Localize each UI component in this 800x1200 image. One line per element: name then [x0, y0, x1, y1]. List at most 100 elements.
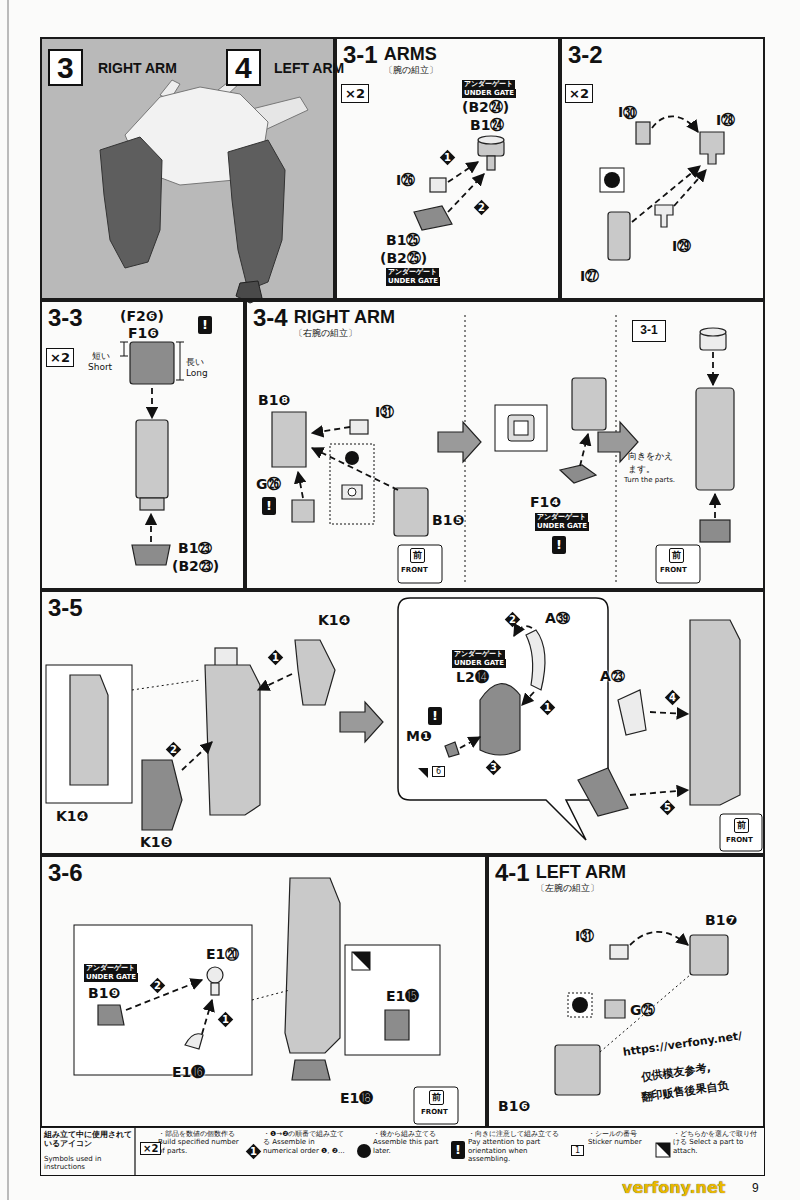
under-gate-badge: アンダーゲート	[452, 650, 505, 659]
caution-icon: !	[451, 1141, 465, 1159]
step-number: 2	[505, 612, 520, 627]
note-text: Long	[186, 368, 208, 378]
legend-text: ・部品を数値の個数作る Build specified number of pa…	[158, 1130, 239, 1155]
step-number: 2	[166, 742, 181, 757]
part-callout: G㉕	[630, 1002, 656, 1018]
legend-item: ・❶→❷の順番で組み立てる Assemble in numerical orde…	[263, 1130, 349, 1155]
front-icon: 前	[734, 818, 749, 833]
part-callout: E1⑳	[206, 946, 239, 964]
front-icon: FRONT	[401, 566, 428, 574]
note-text: 短い	[92, 350, 110, 363]
part-callout: L2⓮	[456, 669, 489, 685]
step-title: LEFT ARM	[274, 61, 344, 76]
step-panel: 3-4RIGHT ARM〔右腕の組立〕3-1	[245, 300, 765, 590]
legend-text: ・どちらかを選んで取り付ける Select a part to attach.	[673, 1130, 760, 1155]
panel-header: 4-1LEFT ARM〔左腕の組立〕	[495, 860, 626, 894]
part-callout: M❶	[406, 728, 432, 744]
part-callout: B1㉓	[178, 540, 212, 556]
part-callout: B1❺	[432, 512, 464, 528]
step-number: 2	[474, 200, 489, 215]
part-callout: E1⓰	[172, 1064, 205, 1080]
part-callout: B1㉕	[386, 232, 420, 248]
part-callout: F1❹	[530, 494, 561, 510]
part-callout: (F2❻)	[120, 308, 164, 324]
front-icon: 前	[410, 548, 425, 563]
front-icon: FRONT	[726, 836, 753, 844]
part-callout: G㉖	[256, 476, 282, 492]
watermark: verfony.net	[622, 1178, 725, 1197]
part-callout: I㉛	[575, 928, 594, 944]
step-title: RIGHT ARM	[294, 308, 395, 328]
step-subtitle: 〔左腕の組立〕	[536, 883, 626, 895]
front-icon: 前	[669, 548, 684, 563]
step-panel: 3-2	[560, 37, 765, 300]
part-callout: (B2㉕)	[380, 250, 427, 266]
part-callout: (B2㉓)	[172, 558, 219, 574]
under-gate-badge: アンダーゲート	[84, 964, 137, 973]
part-callout: I㉘	[716, 112, 735, 128]
title-group: LEFT ARM〔左腕の組立〕	[536, 860, 626, 894]
front-icon: FRONT	[660, 566, 687, 574]
legend-item: ・どちらかを選んで取り付ける Select a part to attach.	[673, 1130, 760, 1155]
part-callout: B1❽	[258, 392, 290, 408]
part-callout: B1❾	[88, 985, 120, 1001]
step-number: 4-1	[495, 860, 530, 886]
step-number: 3	[486, 760, 501, 775]
under-gate-badge: UNDER GATE	[462, 89, 516, 98]
part-callout: I㉖	[396, 172, 415, 188]
caution-icon: !	[428, 707, 442, 725]
sticker-number: 1	[571, 1145, 584, 1156]
step-panel: 3-3	[40, 300, 245, 590]
under-gate-badge: UNDER GATE	[535, 522, 589, 531]
part-callout: K1❹	[318, 612, 350, 628]
legend-heading: Symbols used in instructions	[44, 1155, 132, 1171]
step-number: 3-3	[48, 305, 83, 331]
watermark: https://verfony.net/	[622, 1029, 743, 1059]
part-callout: I㉛	[375, 404, 394, 420]
panel-header: 3-4 RIGHT ARM〔右腕の組立〕	[253, 305, 395, 339]
part-callout: B1❼	[705, 912, 737, 928]
note-text: 長い	[186, 356, 204, 369]
legend-item: ・後から組み立てる Assemble this part later.	[373, 1130, 444, 1155]
panel-header: 3-5	[48, 595, 83, 621]
legend-text: ・後から組み立てる Assemble this part later.	[373, 1130, 444, 1155]
step-number: 1	[440, 150, 455, 165]
part-callout: A㊴	[545, 610, 570, 626]
under-gate-badge: UNDER GATE	[386, 277, 440, 286]
part-callout: E1⓯	[386, 988, 419, 1004]
legend-item: ・向きに注意して組み立てる Pay attention to part orie…	[468, 1130, 564, 1164]
part-callout: I㉙	[672, 238, 691, 254]
caution-icon: !	[262, 497, 276, 515]
note-text: 向きをかえます。	[628, 450, 678, 476]
part-callout: I㉚	[618, 104, 637, 120]
panel-header: 3-2	[568, 42, 603, 68]
quantity-icon: ×2	[565, 84, 593, 103]
title-group: ARMS〔腕の組立〕	[384, 42, 438, 76]
part-callout: (B2㉔)	[462, 99, 509, 115]
quantity-icon: ×2	[140, 1142, 161, 1155]
step-subtitle: 〔右腕の組立〕	[294, 328, 395, 340]
step-title: LEFT ARM	[536, 863, 626, 883]
panel-header: 3-6	[48, 860, 83, 886]
step-panel: 3-1ARMS〔腕の組立〕	[335, 37, 560, 300]
step-number: 5	[660, 800, 675, 815]
quantity-icon: ×2	[46, 348, 74, 367]
step-subtitle: 〔腕の組立〕	[384, 65, 438, 77]
step-number: 3-6	[48, 860, 83, 886]
legend-text: ・向きに注意して組み立てる Pay attention to part orie…	[468, 1130, 564, 1164]
legend-text: ・❶→❷の順番で組み立てる Assemble in numerical orde…	[263, 1130, 349, 1155]
step-number: 1	[218, 1012, 233, 1027]
step-number: 1	[268, 650, 283, 665]
under-gate-badge: アンダーゲート	[462, 80, 515, 89]
front-icon: FRONT	[421, 1108, 448, 1116]
part-callout: I㉗	[580, 268, 599, 284]
step-number: 3-4	[253, 305, 288, 331]
step-panel: 3RIGHT ARM4LEFT ARM	[40, 37, 335, 300]
legend-item: ・部品を数値の個数作る Build specified number of pa…	[158, 1130, 239, 1155]
panel-header: 3-1ARMS〔腕の組立〕	[343, 42, 438, 76]
part-callout: A㉓	[600, 668, 625, 684]
quantity-icon: ×2	[341, 84, 369, 103]
legend-text: ・シールの番号 Sticker number	[588, 1130, 649, 1147]
part-callout: K1❹	[56, 808, 88, 824]
